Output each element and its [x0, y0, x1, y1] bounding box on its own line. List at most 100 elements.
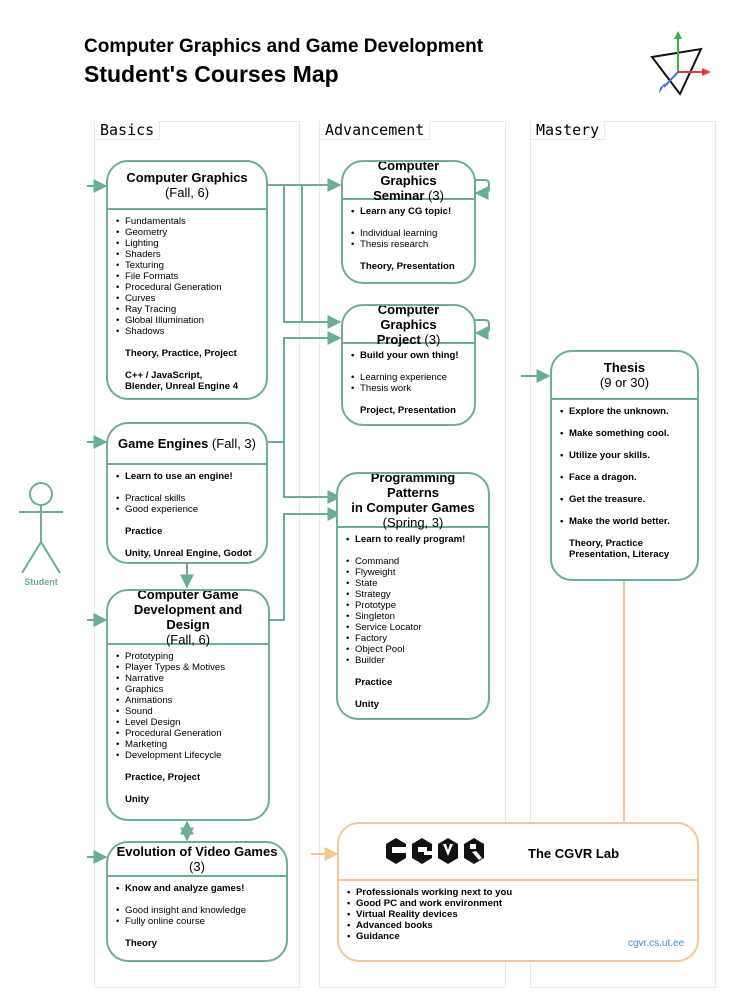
course-body: Learn to really program! Command Flyweig…	[338, 528, 488, 718]
point-item: Good insight and knowledge	[116, 905, 278, 916]
course-header: Computer Graphics (Fall, 6)	[108, 162, 266, 210]
xyz-axes-icon	[650, 31, 711, 96]
topic-item: Lighting	[116, 238, 258, 249]
course-type: Theory, Practice, Project	[125, 348, 237, 359]
course-title: Game Engines	[118, 436, 209, 451]
cgvr-logo-icon	[386, 838, 484, 864]
course-title-line2: in Computer Games	[351, 500, 475, 515]
topic-item: Ray Tracing	[116, 304, 258, 315]
lab-title: The CGVR Lab	[528, 846, 620, 861]
topic-item: Animations	[116, 695, 260, 706]
course-credits: (Fall, 3)	[208, 436, 256, 451]
course-credits: (Fall, 6)	[164, 185, 210, 200]
point-item: Thesis work	[351, 383, 466, 394]
lab-header	[339, 824, 697, 881]
topic-item: Service Locator	[346, 622, 480, 633]
course-type: Project, Presentation	[360, 405, 456, 416]
course-type-line1: Theory, Practice	[569, 538, 643, 549]
course-credits: (Fall, 6)	[165, 632, 211, 647]
course-programming-patterns[interactable]: Programming Patterns in Computer Games (…	[336, 472, 490, 720]
topic-item: Development Lifecycle	[116, 750, 260, 761]
course-highlight: Know and analyze games!	[116, 883, 278, 894]
course-cg-project[interactable]: Computer Graphics Project (3) Build your…	[341, 304, 476, 426]
point-item: Get the treasure.	[560, 494, 689, 505]
topic-item: Level Design	[116, 717, 260, 728]
point-item: Utilize your skills.	[560, 450, 689, 461]
lane-label-basics: Basics	[95, 121, 161, 140]
course-title-line1: Computer Graphics	[377, 160, 440, 188]
course-game-development-design[interactable]: Computer Game Development and Design (Fa…	[106, 589, 270, 821]
course-header: Computer Graphics Project (3)	[343, 304, 474, 347]
course-type: Practice, Project	[125, 772, 201, 783]
course-header: Computer Graphics Seminar (3)	[343, 160, 474, 203]
course-title-line1: Programming Patterns	[370, 472, 456, 500]
topic-item: Graphics	[116, 684, 260, 695]
course-game-engines[interactable]: Game Engines (Fall, 3) Learn to use an e…	[106, 422, 268, 564]
course-tools: Unity, Unreal Engine, Godot	[125, 548, 252, 559]
lab-url-link[interactable]: cgvr.cs.ut.ee	[628, 938, 685, 949]
student-figure-icon	[19, 482, 63, 574]
course-header: Evolution of Video Games (3)	[108, 843, 286, 877]
topic-item: Procedural Generation	[116, 728, 260, 739]
point-item: Face a dragon.	[560, 472, 689, 483]
course-body: Build your own thing! Learning experienc…	[343, 344, 474, 424]
course-cg-seminar[interactable]: Computer Graphics Seminar (3) Learn any …	[341, 160, 476, 284]
course-body: Learn to use an engine! Practical skills…	[108, 465, 266, 562]
course-thesis[interactable]: Thesis (9 or 30) Explore the unknown. Ma…	[550, 350, 699, 581]
course-title: Thesis	[603, 360, 646, 375]
topic-item: Marketing	[116, 739, 260, 750]
lane-basics	[94, 121, 300, 988]
lab-point: Virtual Reality devices	[347, 909, 689, 920]
lab-point: Guidance	[347, 931, 689, 942]
topic-item: Geometry	[116, 227, 258, 238]
course-header: Programming Patterns in Computer Games (…	[338, 472, 488, 530]
course-title-line2: Seminar	[373, 187, 425, 203]
topic-item: Strategy	[346, 589, 480, 600]
point-item: Make the world better.	[560, 516, 689, 527]
topic-item: Fundamentals	[116, 216, 258, 227]
course-type-line2: Presentation, Literacy	[569, 549, 670, 560]
course-tools: Unity	[355, 699, 379, 710]
point-item: Good experience	[116, 504, 258, 515]
topic-item: Builder	[346, 655, 480, 666]
lab-body: Professionals working next to you Good P…	[339, 881, 697, 960]
course-title-line1: Computer Game	[137, 589, 239, 602]
course-header: Computer Game Development and Design (Fa…	[108, 589, 268, 647]
topic-item: Narrative	[116, 673, 260, 684]
course-title: Computer Graphics	[126, 170, 248, 185]
student-label: Student	[24, 577, 58, 587]
point-item: Fully online course	[116, 916, 278, 927]
point-item: Make something cool.	[560, 428, 689, 439]
lab-point: Good PC and work environment	[347, 898, 689, 909]
course-credits: (9 or 30)	[599, 375, 650, 390]
course-type: Practice	[125, 526, 163, 537]
lab-point: Professionals working next to you	[347, 887, 689, 898]
course-credits: (3)	[420, 331, 441, 347]
course-title-line1: Computer Graphics	[377, 304, 440, 332]
course-credits: (3)	[424, 187, 444, 203]
lane-label-advancement: Advancement	[320, 121, 431, 140]
course-highlight: Learn to really program!	[346, 534, 480, 545]
lane-label-mastery: Mastery	[531, 121, 606, 140]
course-body: Explore the unknown. Make something cool…	[552, 400, 697, 579]
course-body: Prototyping Player Types & Motives Narra…	[108, 645, 268, 819]
topic-item: Object Pool	[346, 644, 480, 655]
course-computer-graphics[interactable]: Computer Graphics (Fall, 6) Fundamentals…	[106, 160, 268, 400]
course-highlight: Learn any CG topic!	[351, 206, 466, 217]
topic-item: Shadows	[116, 326, 258, 337]
course-credits: (3)	[189, 859, 205, 874]
lab-point: Advanced books	[347, 920, 689, 931]
lane-mastery	[530, 121, 716, 988]
point-item: Practical skills	[116, 493, 258, 504]
topic-item: Shaders	[116, 249, 258, 260]
topic-item: Sound	[116, 706, 260, 717]
course-highlight: Build your own thing!	[351, 350, 466, 361]
course-evolution-of-video-games[interactable]: Evolution of Video Games (3) Know and an…	[106, 841, 288, 962]
course-type: Practice	[355, 677, 393, 688]
point-item: Individual learning	[351, 228, 466, 239]
course-type: Theory, Presentation	[360, 261, 455, 272]
topic-item: Procedural Generation	[116, 282, 258, 293]
topic-item: Curves	[116, 293, 258, 304]
topic-item: File Formats	[116, 271, 258, 282]
course-tools-line2: Blender, Unreal Engine 4	[125, 381, 239, 392]
